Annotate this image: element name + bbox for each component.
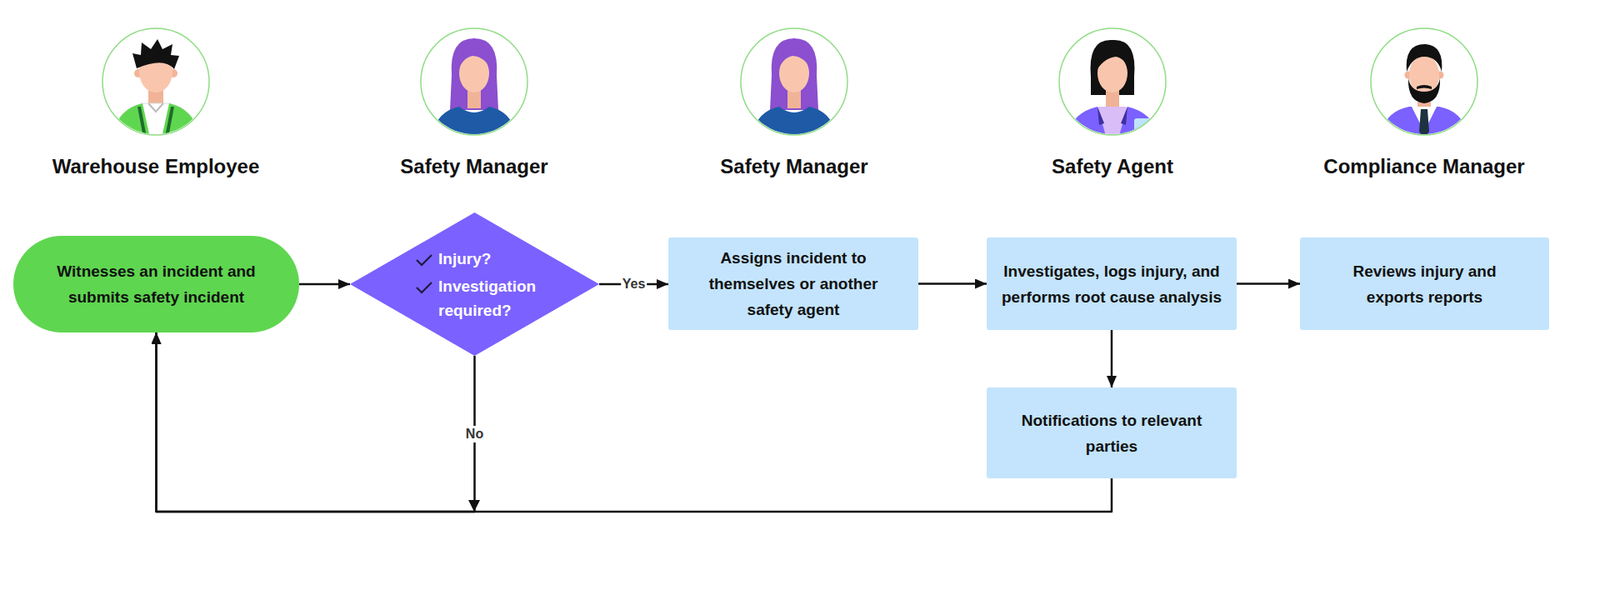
role-label: Safety Manager [627, 154, 961, 180]
process-box: Investigates, logs injury, and performs … [986, 237, 1237, 330]
role-label: Compliance Manager [1257, 154, 1591, 180]
node-text: Reviews injury and exports reports [1325, 258, 1525, 310]
check-mark [415, 253, 434, 267]
start-pill: Witnesses an incident and submits safety… [13, 235, 300, 333]
process-box: Notifications to relevant parties [986, 387, 1237, 479]
node-text: Witnesses an incident and submits safety… [31, 258, 282, 310]
edge-label: No [464, 425, 485, 443]
check-stroke [416, 282, 432, 293]
avatar-agent [1059, 28, 1166, 142]
diamond-text-column: Injury? Investigation required? [415, 212, 564, 356]
process-box: Reviews injury and exports reports [1300, 237, 1550, 330]
box-text-wrap: Witnesses an incident and submits safety… [31, 258, 282, 310]
flow-connector [156, 332, 475, 512]
box-text-wrap: Investigates, logs injury, and performs … [993, 258, 1231, 310]
decision-diamond: Injury? Investigation required? [350, 212, 600, 356]
edge-label: Yes [620, 275, 648, 293]
role-label: Warehouse Employee [0, 154, 323, 180]
node-text: Investigates, logs injury, and performs … [993, 258, 1231, 310]
diamond-fill [350, 212, 600, 356]
flow-connector [918, 282, 987, 285]
check-mark [415, 280, 434, 295]
box-text-wrap: Reviews injury and exports reports [1325, 258, 1525, 310]
process-box: Assigns incident to themselves or anothe… [668, 237, 919, 330]
decision-text: Investigation required? [438, 274, 564, 323]
node-text: Assigns incident to themselves or anothe… [693, 245, 894, 323]
check-stroke [416, 255, 432, 265]
avatar-worker [102, 28, 210, 142]
avatar-manager [740, 28, 848, 142]
flow-connector [1236, 282, 1300, 285]
decision-text: Injury? [438, 246, 491, 271]
flow-connector [299, 283, 350, 286]
checklist-row: Injury? [415, 246, 564, 271]
avatar-manager [420, 28, 528, 142]
flow-connector [156, 332, 1113, 512]
avatar-compliance [1370, 28, 1478, 142]
role-label: Safety Manager [307, 154, 641, 180]
checklist-row: Investigation required? [415, 274, 564, 323]
flow-connector [1110, 330, 1114, 388]
role-label: Safety Agent [945, 154, 1280, 180]
box-text-wrap: Notifications to relevant parties [999, 407, 1225, 460]
box-text-wrap: Assigns incident to themselves or anothe… [693, 245, 894, 323]
node-text: Notifications to relevant parties [999, 407, 1225, 460]
